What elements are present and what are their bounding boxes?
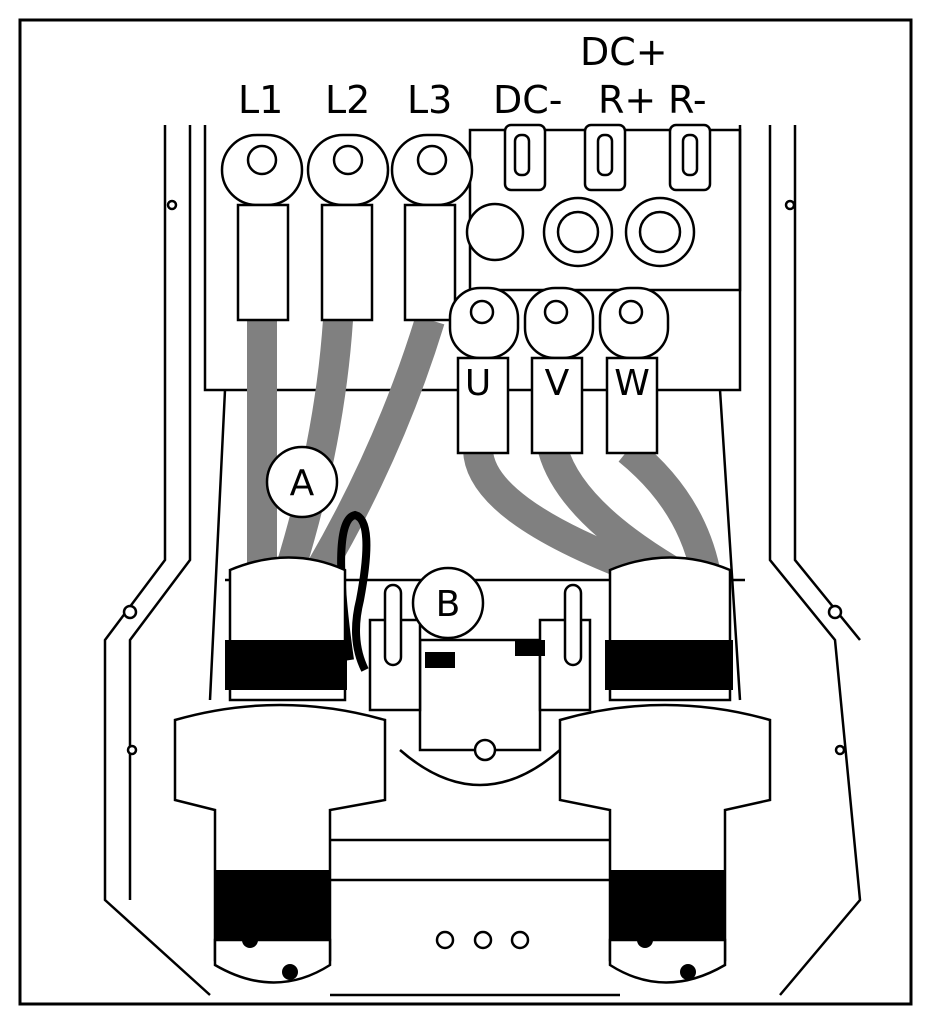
motor-lugs <box>448 286 670 455</box>
label-r-plus: R+ <box>598 78 656 122</box>
cable-gland-left <box>173 556 387 984</box>
callout-a: A <box>265 445 339 519</box>
callout-b: B <box>411 566 485 640</box>
supply-cables <box>247 315 445 578</box>
label-l3: L3 <box>407 78 452 122</box>
cable-gland-right <box>558 556 772 984</box>
label-w: W <box>614 363 650 404</box>
dc-terminal-block <box>503 123 712 192</box>
label-l1: L1 <box>238 78 283 122</box>
label-l2: L2 <box>325 78 370 122</box>
label-r-minus: R- <box>668 78 707 122</box>
drive-chassis <box>103 125 862 997</box>
svg-text:B: B <box>436 584 461 625</box>
lug-l1 <box>220 133 304 322</box>
lug-l3 <box>390 133 474 322</box>
label-dc-minus: DC- <box>493 78 563 122</box>
label-u: U <box>465 363 491 404</box>
lug-l2 <box>306 133 390 322</box>
supply-lugs <box>220 133 474 322</box>
svg-text:A: A <box>290 463 315 504</box>
motor-cables <box>463 438 720 585</box>
ground-clamps <box>368 583 592 712</box>
label-v: V <box>545 363 570 404</box>
label-dc-plus: DC+ <box>580 30 668 74</box>
